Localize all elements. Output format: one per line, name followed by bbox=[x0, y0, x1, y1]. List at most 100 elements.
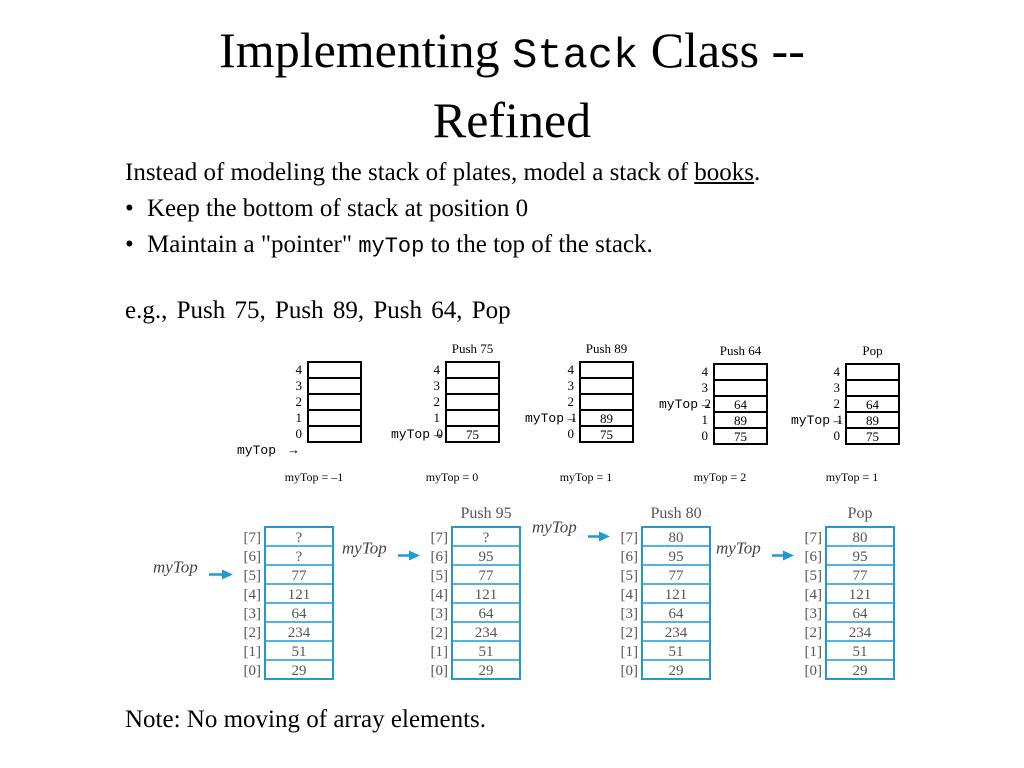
slot-index: 4 bbox=[568, 362, 575, 377]
intro-pre: Instead of modeling the stack of plates,… bbox=[125, 159, 689, 186]
array-cell-value: 95 bbox=[669, 549, 684, 565]
bullet-1-text: Keep the bottom of stack at position 0 bbox=[147, 195, 529, 222]
mytop-pointer-label: myTop bbox=[525, 411, 564, 426]
array-cell-value: 234 bbox=[665, 625, 688, 641]
array-index: [2] bbox=[244, 625, 262, 641]
array-cell-value: 234 bbox=[849, 625, 872, 641]
stack-slot bbox=[713, 427, 768, 445]
arrow-icon: → bbox=[565, 410, 578, 425]
array-index: [6] bbox=[244, 549, 262, 565]
slot-index: 2 bbox=[705, 396, 712, 411]
array-cell-value: 51 bbox=[479, 644, 494, 660]
array-index: [2] bbox=[805, 625, 823, 641]
stack-header: Push 75 bbox=[452, 341, 494, 356]
array-cell-value: 51 bbox=[669, 644, 684, 660]
array-cell-value: 29 bbox=[292, 663, 307, 679]
array-index: [6] bbox=[621, 549, 639, 565]
bullet-1: • Keep the bottom of stack at position 0 bbox=[125, 194, 528, 224]
title-code: Stack bbox=[512, 32, 639, 80]
array-index: [2] bbox=[431, 625, 449, 641]
slot-index: 2 bbox=[568, 394, 575, 409]
mytop-caption: myTop = 2 bbox=[694, 470, 747, 484]
array-cell-value: 121 bbox=[475, 587, 498, 603]
array-header: Push 95 bbox=[460, 505, 511, 522]
array-index: [2] bbox=[621, 625, 639, 641]
slot-value: 75 bbox=[466, 427, 479, 442]
array-cell-value: 29 bbox=[479, 663, 494, 679]
array-index: [5] bbox=[431, 568, 449, 584]
array-cell-value: 51 bbox=[292, 644, 307, 660]
bullet-2-code: myTop bbox=[358, 234, 425, 259]
array-index: [7] bbox=[805, 530, 823, 546]
array-index: [5] bbox=[805, 568, 823, 584]
array-index: [1] bbox=[805, 644, 823, 660]
array-index: [3] bbox=[244, 606, 262, 622]
array-cell-value: 80 bbox=[853, 530, 868, 546]
array-cell-value: 29 bbox=[669, 663, 684, 679]
arrow-icon: → bbox=[287, 442, 300, 457]
array-index: [7] bbox=[244, 530, 262, 546]
mytop-pointer-label: myTop bbox=[237, 443, 276, 458]
array-cell-value: ? bbox=[483, 530, 490, 546]
mytop-pointer-label: myTop bbox=[659, 397, 698, 412]
array-cell-value: 80 bbox=[669, 530, 684, 546]
slot-value: 75 bbox=[734, 429, 747, 444]
array-cell-value: 77 bbox=[292, 568, 308, 584]
mytop-caption: myTop = 1 bbox=[560, 470, 613, 484]
slot-index: 0 bbox=[296, 426, 303, 441]
array-cell-value: 77 bbox=[479, 568, 495, 584]
array-index: [6] bbox=[805, 549, 823, 565]
array-index: [3] bbox=[621, 606, 639, 622]
intro-post: . bbox=[754, 159, 761, 186]
slot-value: 75 bbox=[600, 427, 613, 442]
slot-index: 1 bbox=[571, 410, 578, 425]
slot-value: 64 bbox=[866, 397, 880, 412]
slot-index: 1 bbox=[296, 410, 303, 425]
array-index: [1] bbox=[621, 644, 639, 660]
slot-index: 1 bbox=[434, 410, 441, 425]
array-index: [1] bbox=[431, 644, 449, 660]
slot-index: 3 bbox=[296, 378, 303, 393]
array-header: Push 80 bbox=[650, 505, 701, 522]
array-cell-value: 77 bbox=[853, 568, 869, 584]
slot-value: 64 bbox=[734, 397, 748, 412]
slot-index: 0 bbox=[568, 426, 575, 441]
intro-emphasis: books bbox=[694, 159, 755, 186]
array-cell-value: ? bbox=[296, 530, 303, 546]
array-index: [0] bbox=[621, 663, 639, 679]
array-index: [7] bbox=[621, 530, 639, 546]
stack-slot bbox=[445, 425, 500, 443]
array-cell-value: 95 bbox=[479, 549, 494, 565]
slot-value: 89 bbox=[866, 413, 879, 428]
slide-title: Implementing Stack Class -- Refined bbox=[0, 18, 1024, 152]
array-index: [3] bbox=[805, 606, 823, 622]
array-index: [0] bbox=[431, 663, 449, 679]
example-text: e.g., Push 75, Push 89, Push 64, Pop bbox=[125, 297, 511, 324]
mytop-pointer-label: myTop bbox=[391, 427, 430, 442]
slot-index: 3 bbox=[568, 378, 575, 393]
stack-slot bbox=[845, 427, 900, 445]
bullet-2: •Maintain a "pointer" myTop to the top o… bbox=[125, 230, 653, 262]
array-index: [5] bbox=[621, 568, 639, 584]
mytop-pointer-label: myTop bbox=[716, 539, 761, 558]
array-cell-value: 121 bbox=[288, 587, 311, 603]
bullet-dot-icon: • bbox=[125, 195, 134, 222]
bullet-2-post: to the top of the stack. bbox=[430, 231, 653, 258]
title-line2: Refined bbox=[432, 92, 592, 148]
array-index: [4] bbox=[805, 587, 823, 603]
mytop-caption: myTop = 0 bbox=[426, 470, 479, 484]
array-cell-value: 121 bbox=[665, 587, 688, 603]
array-cell-value: 234 bbox=[288, 625, 311, 641]
array-index: [4] bbox=[621, 587, 639, 603]
stack-header: Push 89 bbox=[586, 341, 628, 356]
arrow-head-icon bbox=[599, 531, 610, 542]
array-cell-value: 64 bbox=[292, 606, 308, 622]
stack-slot bbox=[307, 425, 362, 443]
array-index: [3] bbox=[431, 606, 449, 622]
intro-text: Instead of modeling the stack of plates,… bbox=[125, 158, 760, 188]
array-cell-value: 64 bbox=[669, 606, 685, 622]
slot-index: 0 bbox=[702, 428, 709, 443]
slot-index: 0 bbox=[437, 426, 444, 441]
mytop-pointer-label: myTop bbox=[153, 558, 198, 577]
